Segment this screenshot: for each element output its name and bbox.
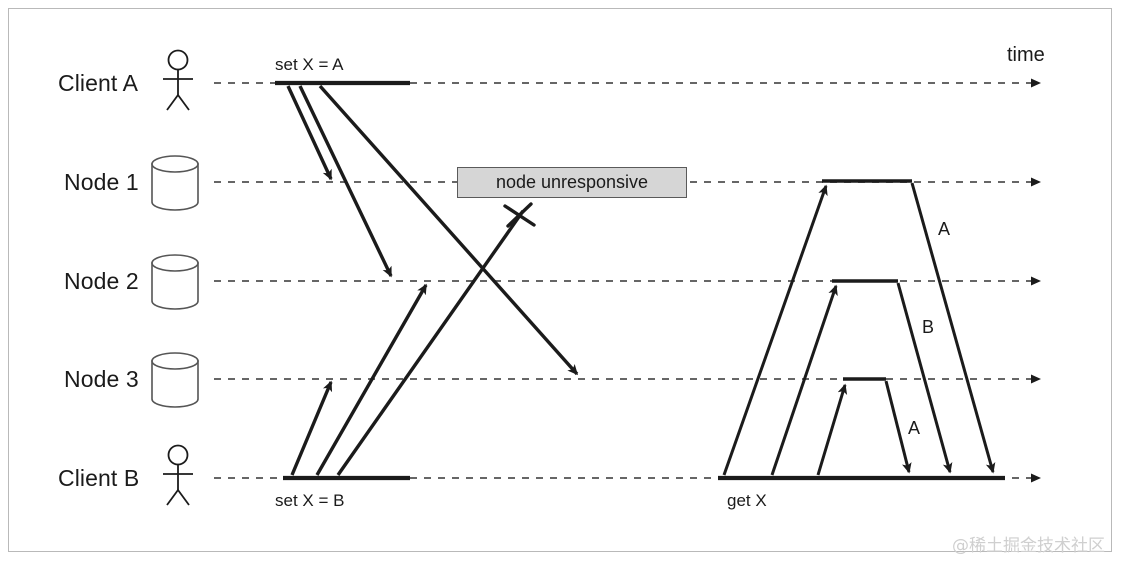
message-label-set-x-b: set X = B <box>275 491 345 510</box>
response-value-node-1: A <box>938 219 951 239</box>
lane-label-node-1: Node 1 <box>64 169 139 195</box>
response-value-node-2: B <box>922 317 935 337</box>
database-icon-node-3 <box>151 352 199 408</box>
message-client-a-to-node-1 <box>286 85 333 181</box>
lane-label-node-3: Node 3 <box>64 366 139 392</box>
message-client-a-to-node-3 <box>318 84 579 376</box>
watermark: @稀土掘金技术社区 <box>952 536 1105 556</box>
database-icon-node-1 <box>151 155 199 211</box>
message-client-b-to-node-3 <box>290 380 333 476</box>
actor-icon-client-b <box>163 444 193 506</box>
lane-label-client-a: Client A <box>58 70 139 96</box>
response-value-node-3: A <box>908 418 921 438</box>
note-node-unresponsive: node unresponsive <box>457 167 687 198</box>
message-label-get-x: get X <box>727 491 767 510</box>
dropped-message-x-icon <box>503 202 536 228</box>
response-node-2-to-client-b <box>896 282 953 474</box>
message-get-x-to-node-2 <box>770 284 838 476</box>
message-client-a-to-node-2 <box>298 85 393 278</box>
message-client-b-to-node-2 <box>315 283 428 476</box>
database-icon-node-2 <box>151 254 199 310</box>
lane-label-node-2: Node 2 <box>64 268 139 294</box>
response-node-3-to-client-b <box>884 380 912 474</box>
actor-icon-client-a <box>163 49 193 111</box>
message-get-x-to-node-1 <box>722 184 828 476</box>
time-axis-label: time <box>1007 44 1045 66</box>
message-get-x-to-node-3 <box>816 383 848 476</box>
lane-label-client-b: Client B <box>58 465 140 491</box>
message-client-b-to-node-1-dropped <box>336 210 525 476</box>
message-label-set-x-a: set X = A <box>275 55 344 74</box>
response-node-1-to-client-b <box>910 182 996 474</box>
